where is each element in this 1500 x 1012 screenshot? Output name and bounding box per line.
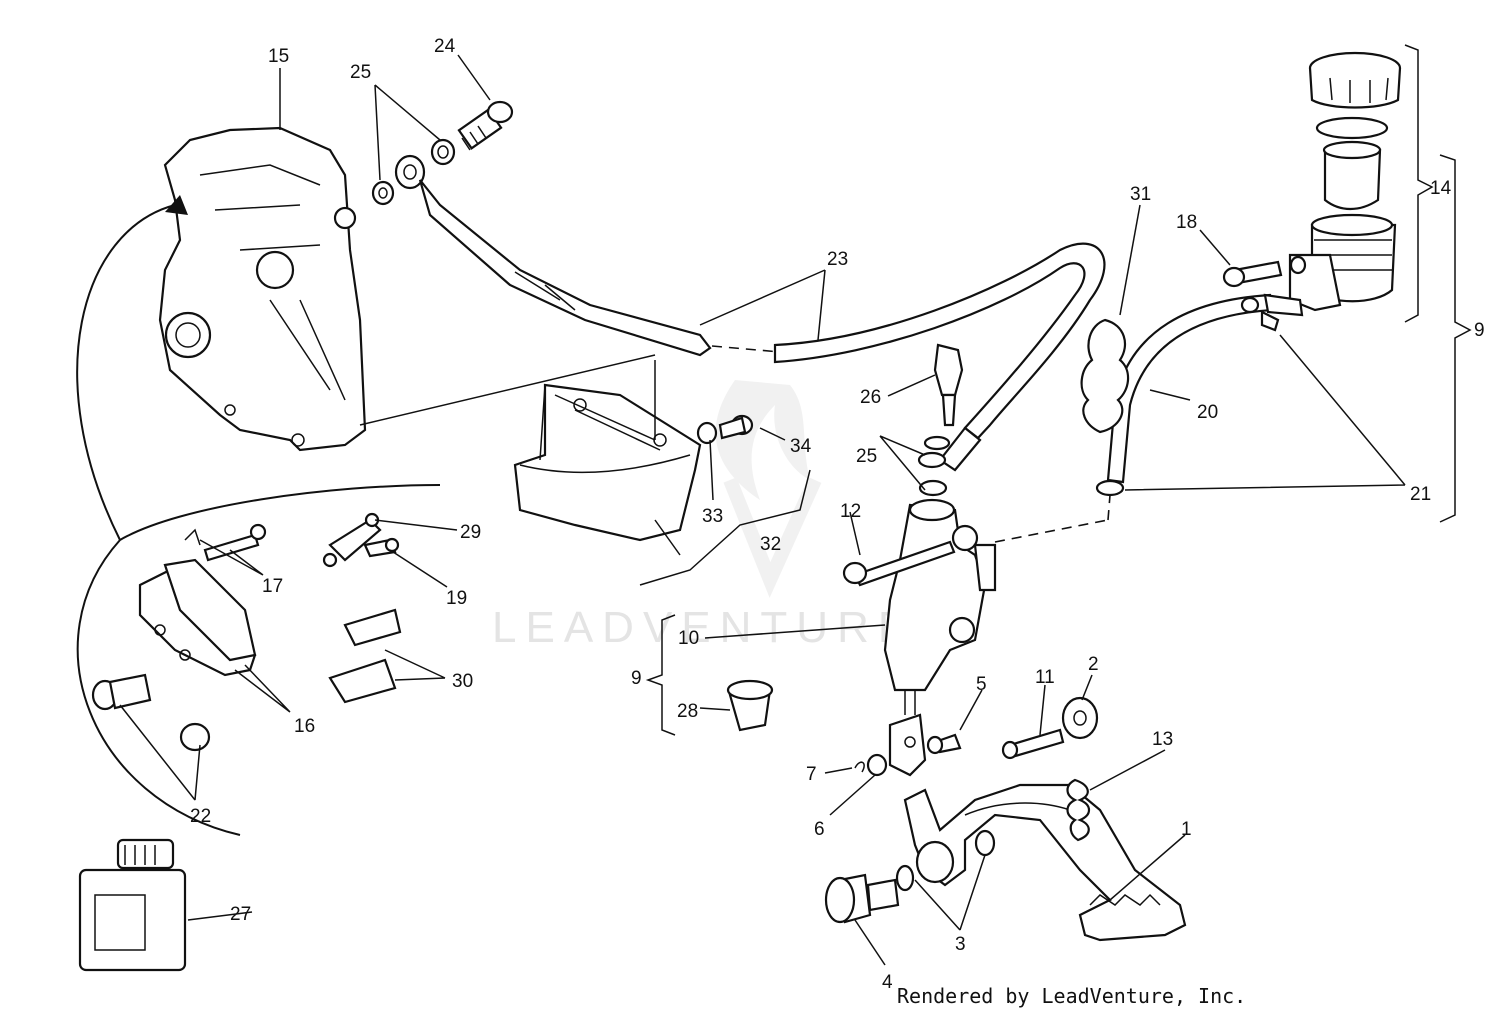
guard-part-32: [513, 360, 702, 542]
alignment-line-2: [1107, 494, 1111, 521]
bolt-part-11: [1001, 728, 1065, 760]
brake-pedal-part-1: [903, 783, 1187, 942]
pad-pin-part-17: [184, 523, 267, 562]
callout-7: 7: [806, 764, 817, 785]
callout-28: 28: [677, 701, 698, 722]
callout-29: 29: [460, 522, 481, 543]
bolt-part-12: [842, 540, 956, 587]
assembly-arc-top: [119, 484, 441, 541]
bracket-9-left: [645, 614, 676, 736]
shim-part-30: [328, 608, 402, 704]
washer-part-25: [371, 138, 456, 206]
callout-18: 18: [1176, 212, 1197, 233]
callout-25-mid: 25: [856, 446, 877, 467]
callout-12: 12: [840, 501, 861, 522]
callout-21: 21: [1410, 484, 1431, 505]
reservoir-hose-part-20: [1106, 293, 1304, 484]
callout-20: 20: [1197, 402, 1218, 423]
alignment-line-1: [994, 519, 1109, 543]
pad-spring-part-29: [322, 512, 382, 568]
leader-lines: [119, 54, 1406, 966]
brake-hose-part-23: [394, 154, 1106, 472]
callout-30: 30: [452, 671, 473, 692]
callout-31: 31: [1130, 184, 1151, 205]
callout-labels: 1 2 3 4 5 6 7 9 9 10 11 12 13 14 15 16 1…: [190, 36, 1485, 993]
callout-25-top: 25: [350, 62, 371, 83]
leader-32b: [654, 519, 681, 556]
washer-pair-part-25: [917, 435, 951, 497]
callout-10: 10: [678, 628, 699, 649]
callout-9-right: 9: [1474, 320, 1485, 341]
callout-27: 27: [230, 904, 251, 925]
spring-boot-part-31: [1080, 318, 1130, 434]
cotter-pin-part-7: [854, 761, 865, 773]
banjo-bolt-part-26: [933, 343, 964, 427]
callout-15: 15: [268, 46, 289, 67]
watermark-text: LEADVENTURE: [492, 603, 916, 652]
bleeder-part-19: [363, 537, 400, 558]
callout-9-left: 9: [631, 668, 642, 689]
callout-33: 33: [702, 506, 723, 527]
rendered-by-credit: Rendered by LeadVenture, Inc.: [897, 984, 1246, 1008]
pin-part-22: [91, 673, 211, 752]
callout-14: 14: [1430, 178, 1452, 199]
washer-part-6: [866, 753, 888, 777]
assembly-arc-lower: [76, 539, 241, 836]
brake-pads-part-16: [138, 558, 257, 677]
bracket-9-right: [1439, 154, 1472, 523]
callout-24: 24: [434, 36, 456, 57]
leader-32: [639, 469, 811, 586]
assembly-arc-upper: [76, 204, 176, 541]
pivot-bolt-part-4: [824, 873, 900, 924]
callout-17: 17: [262, 576, 283, 597]
callout-26: 26: [860, 387, 881, 408]
reservoir-part-14: [1288, 51, 1402, 312]
banjo-bolt-part-24: [457, 100, 514, 151]
callout-16: 16: [294, 716, 315, 737]
pedal-stopper-part-2: [1061, 696, 1099, 740]
callout-11: 11: [1035, 667, 1055, 688]
callout-19: 19: [446, 588, 467, 609]
collar-part-33: [696, 421, 718, 445]
bracket-14: [1404, 44, 1434, 323]
bolt-part-5: [926, 733, 962, 755]
leadventure-watermark-logo: [715, 380, 822, 598]
callout-1: 1: [1181, 819, 1192, 840]
master-cylinder-part-10: [883, 498, 997, 777]
cap-part-28: [726, 679, 774, 732]
callout-32: 32: [760, 534, 781, 555]
hose-clips-part-21: [1095, 296, 1280, 497]
callout-13: 13: [1152, 729, 1173, 750]
callout-22: 22: [190, 806, 211, 827]
caliper-part-15: [158, 126, 367, 452]
return-spring-part-13: [1066, 778, 1091, 842]
callout-23: 23: [827, 249, 848, 270]
arrow-head: [165, 195, 188, 215]
bolt-part-18: [1222, 255, 1307, 288]
callout-34: 34: [790, 436, 812, 457]
callout-4: 4: [882, 972, 893, 993]
brake-fluid-bottle-part-27: [78, 838, 187, 972]
callout-3: 3: [955, 934, 966, 955]
leader-caliper-guard: [359, 354, 656, 426]
callout-6: 6: [814, 819, 825, 840]
callout-5: 5: [976, 674, 987, 695]
callout-2: 2: [1088, 654, 1099, 675]
bolt-part-34: [718, 414, 754, 440]
